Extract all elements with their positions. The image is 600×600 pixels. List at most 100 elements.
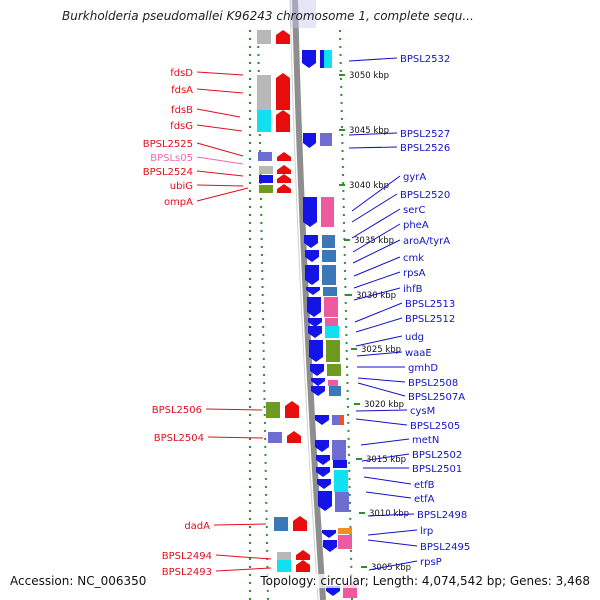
- left-gene-label: BPSLs05: [150, 153, 193, 164]
- gene-arrow-right-strand: [311, 378, 325, 386]
- gene-arrow-right-strand: [317, 479, 331, 489]
- gene-arrow-right-strand: [326, 586, 340, 596]
- right-gene-label: BPSL2513: [405, 299, 455, 310]
- right-gene-label: BPSL2498: [417, 510, 467, 521]
- right-gene-leader: [351, 208, 401, 239]
- viewport-marker: [290, 0, 316, 28]
- gene-block-right-strand: [328, 380, 338, 386]
- scale-tick-label: 3025 kbp: [361, 345, 401, 355]
- right-gene-leader: [352, 223, 401, 253]
- gene-arrow-left-strand: [293, 516, 307, 531]
- right-gene-leader: [353, 256, 401, 277]
- gene-arrow-right-strand: [304, 235, 318, 248]
- gene-arrow-right-strand: [308, 318, 322, 327]
- gene-block-left-strand: [257, 75, 271, 110]
- right-gene-leader: [355, 418, 408, 426]
- gene-block-left-strand: [266, 402, 280, 418]
- left-gene-label: fdsB: [171, 105, 193, 116]
- right-gene-label: rpsA: [403, 268, 426, 279]
- right-gene-label: serC: [403, 205, 425, 216]
- right-gene-label: etfB: [414, 480, 435, 491]
- right-gene-leader: [360, 438, 410, 446]
- right-gene-label: rpsP: [420, 557, 442, 568]
- right-gene-leader: [351, 175, 401, 212]
- gene-arrow-right-strand: [308, 326, 322, 338]
- left-gene-leader: [196, 88, 244, 94]
- left-gene-leader: [215, 567, 272, 572]
- right-gene-leader: [363, 476, 412, 485]
- gene-arrow-right-strand: [318, 491, 332, 511]
- gene-arrow-right-strand: [315, 415, 329, 425]
- gene-arrow-left-strand: [276, 30, 290, 44]
- gene-block-right-strand: [332, 440, 346, 460]
- gene-arrow-right-strand: [307, 297, 321, 317]
- gene-block-right-strand: [320, 133, 332, 146]
- right-gene-label: BPSL2526: [400, 143, 450, 154]
- chromosome-title: Burkholderia pseudomallei K96243 chromos…: [62, 9, 474, 23]
- left-gene-label: BPSL2494: [162, 551, 212, 562]
- gene-block-left-strand: [257, 110, 271, 132]
- right-gene-label: BPSL2507A: [408, 392, 465, 403]
- gene-block-right-strand: [325, 326, 339, 338]
- left-gene-leader: [215, 554, 272, 560]
- right-gene-leader: [354, 302, 403, 323]
- gene-arrow-right-strand: [316, 455, 330, 465]
- gene-arrow-left-strand: [296, 560, 310, 572]
- right-gene-leader: [355, 335, 403, 347]
- right-gene-leader: [348, 146, 398, 149]
- left-gene-leader: [196, 142, 244, 157]
- left-gene-leader: [207, 436, 264, 439]
- gene-arrow-left-strand: [276, 110, 290, 132]
- left-gene-leader: [196, 124, 243, 132]
- gene-block-right-strand: [340, 415, 344, 425]
- scale-tick-label: 3045 kbp: [349, 126, 389, 136]
- gene-arrow-left-strand: [296, 550, 310, 560]
- scale-tick-label: 3020 kbp: [364, 400, 404, 410]
- gene-block-right-strand: [334, 470, 348, 492]
- right-gene-label: BPSL2527: [400, 129, 450, 140]
- inner-track-right: [339, 29, 353, 600]
- gene-block-right-strand: [338, 528, 352, 534]
- gene-arrow-left-strand: [277, 152, 291, 161]
- right-gene-label: ihfB: [403, 284, 423, 295]
- right-gene-label: gyrA: [403, 172, 426, 183]
- right-gene-leader: [348, 132, 398, 136]
- gene-arrow-left-strand: [277, 165, 291, 174]
- gene-arrow-right-strand: [306, 287, 320, 295]
- right-gene-label: lrp: [420, 526, 433, 537]
- right-gene-leader: [348, 57, 398, 62]
- gene-block-right-strand: [322, 250, 336, 262]
- gene-block-right-strand: [333, 460, 347, 468]
- scale-tick-label: 3030 kbp: [356, 291, 396, 301]
- gene-arrow-left-strand: [285, 401, 299, 418]
- left-gene-leader: [196, 71, 244, 76]
- right-gene-leader: [356, 351, 403, 357]
- right-gene-label: BPSL2520: [400, 190, 450, 201]
- gene-arrow-right-strand: [303, 197, 317, 227]
- gene-arrow-right-strand: [315, 440, 329, 452]
- scale-tick-label: 3050 kbp: [349, 71, 389, 81]
- gene-arrow-right-strand: [316, 467, 330, 477]
- right-gene-label: BPSL2502: [412, 450, 462, 461]
- right-gene-label: aroA/tyrA: [403, 236, 450, 247]
- left-gene-leader: [196, 108, 241, 118]
- gene-arrow-right-strand: [305, 265, 319, 285]
- right-gene-leader: [361, 453, 410, 462]
- right-gene-label: BPSL2505: [410, 421, 460, 432]
- right-gene-leader: [353, 287, 401, 301]
- right-gene-leader: [357, 382, 406, 397]
- right-gene-label: BPSL2501: [412, 464, 462, 475]
- gene-arrow-right-strand: [305, 250, 319, 262]
- right-gene-label: waaE: [405, 348, 432, 359]
- gene-arrow-right-strand: [303, 133, 316, 148]
- right-gene-leader: [367, 529, 418, 536]
- gene-block-left-strand: [268, 432, 282, 443]
- gene-arrow-right-strand: [323, 540, 337, 552]
- gene-arrow-left-strand: [276, 73, 290, 110]
- accession-text: Accession: NC_006350: [10, 574, 147, 588]
- right-gene-label: BPSL2532: [400, 54, 450, 65]
- right-gene-label: cysM: [410, 406, 435, 417]
- right-gene-label: BPSL2512: [405, 314, 455, 325]
- left-gene-label: fdsD: [170, 68, 193, 79]
- gene-block-right-strand: [321, 197, 334, 227]
